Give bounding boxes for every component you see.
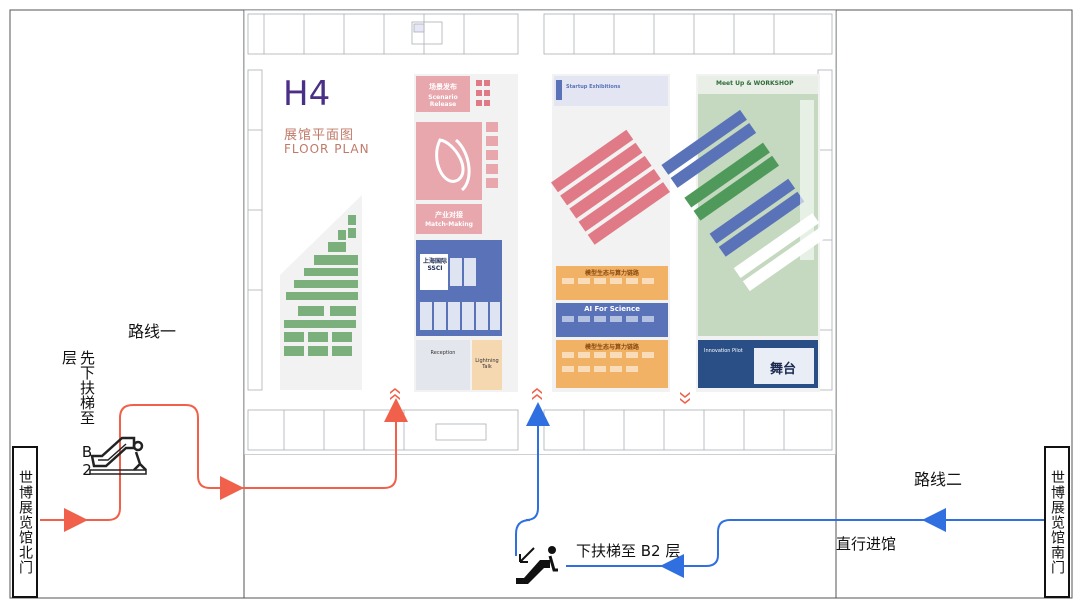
route-two-path — [515, 402, 1044, 578]
lightning-talk-label: Lightning Talk — [475, 358, 499, 370]
entry-chevrons — [390, 388, 690, 404]
route-one-label: 路线一 — [128, 322, 177, 341]
zone-column-1 — [414, 74, 518, 392]
route-two-straight-label: 直行进馆 — [836, 535, 897, 553]
ecosystem-bottom-zone — [556, 340, 668, 388]
scenario-release-label-cn: 场景发布 — [429, 83, 457, 91]
ecosystem-top-label: 模型生态与算力链路 — [584, 270, 639, 277]
route-two-instruction: 下扶梯至 B2 层 — [576, 542, 681, 560]
startup-label: Startup Exhibitions — [566, 84, 621, 90]
route-one-arrow-mid — [220, 476, 244, 500]
south-gate-label: 世博展览馆南门 — [1044, 446, 1070, 598]
escalator-down-icon — [516, 546, 558, 584]
match-making-zone — [416, 204, 482, 234]
route-one-arrow-start — [64, 508, 88, 532]
meetup-label: Meet Up & WORKSHOP — [716, 80, 794, 87]
route-two-arrow-start — [922, 508, 946, 532]
floor-plan-cn: 展馆平面图 — [284, 128, 355, 143]
zone-column-2 — [551, 74, 670, 392]
bottom-corridor — [247, 409, 833, 451]
green-booth-area — [280, 195, 362, 390]
ecosystem-bottom-label: 模型生态与算力链路 — [584, 344, 639, 351]
route-one-path — [40, 398, 408, 532]
match-making-label-cn: 产业对接 — [435, 211, 463, 219]
scenario-release-zone — [416, 76, 470, 112]
route-one-arrow-end — [384, 398, 408, 422]
hall-floor-plan — [244, 10, 836, 455]
route-two-label: 路线二 — [914, 470, 963, 489]
match-making-label-en: Match-Making — [425, 221, 473, 228]
innovation-label: Innovation Pilot — [704, 348, 743, 354]
ai-science-label: AI For Science — [584, 305, 640, 313]
hall-name: H4 — [283, 74, 331, 114]
route-one-instruction: 先下扶梯至 B2 层 — [60, 350, 96, 479]
route-two-arrow-mid — [660, 554, 684, 578]
top-corridor — [247, 13, 833, 55]
zone-column-3 — [661, 74, 829, 392]
north-gate-label: 世博展览馆北门 — [12, 446, 38, 598]
route-two-arrow-end — [526, 402, 550, 426]
ssci-label: 上海国际SSCI — [422, 258, 447, 272]
stage-label: 舞台 — [770, 362, 797, 377]
reception-label: Reception — [430, 350, 456, 356]
floor-plan-en: FLOOR PLAN — [284, 142, 370, 156]
escalator-icon — [89, 436, 147, 475]
scenario-release-label-en: Scenario Release — [428, 94, 458, 108]
